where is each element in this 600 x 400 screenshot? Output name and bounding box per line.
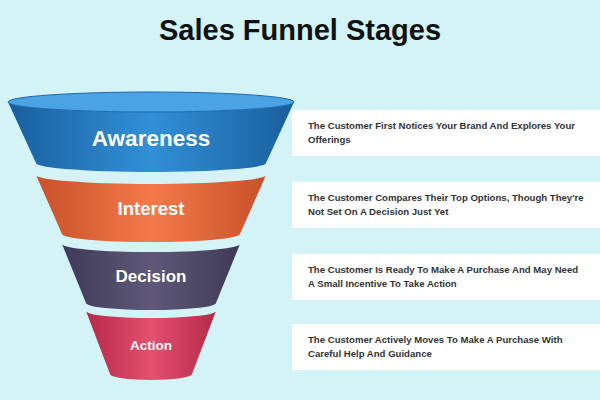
funnel-stage: Awareness <box>8 92 294 172</box>
description-strip: The Customer Is Ready To Make A Purchase… <box>292 254 600 300</box>
stage-name: Interest <box>36 198 266 220</box>
stage-name: Action <box>86 338 216 353</box>
funnel-stage: Interest <box>36 166 266 242</box>
funnel-band <box>62 244 240 310</box>
title: Sales Funnel Stages <box>0 14 600 47</box>
description-strip: The Customer Compares Their Top Options,… <box>292 182 600 228</box>
funnel-stage: Action <box>86 304 216 380</box>
funnel-rim <box>8 92 294 112</box>
stage-name: Decision <box>62 267 240 287</box>
stage-description: The Customer Compares Their Top Options,… <box>292 191 600 219</box>
stage-name: Awareness <box>8 126 294 152</box>
funnel-band <box>36 175 266 242</box>
description-strip: The Customer First Notices Your Brand An… <box>292 110 600 156</box>
funnel-band <box>86 311 216 380</box>
description-strip: The Customer Actively Moves To Make A Pu… <box>292 324 600 370</box>
stage-description: The Customer First Notices Your Brand An… <box>292 119 600 147</box>
stage-description: The Customer Actively Moves To Make A Pu… <box>292 333 600 361</box>
stage-description: The Customer Is Ready To Make A Purchase… <box>292 263 600 291</box>
funnel-stage: Decision <box>62 236 240 310</box>
